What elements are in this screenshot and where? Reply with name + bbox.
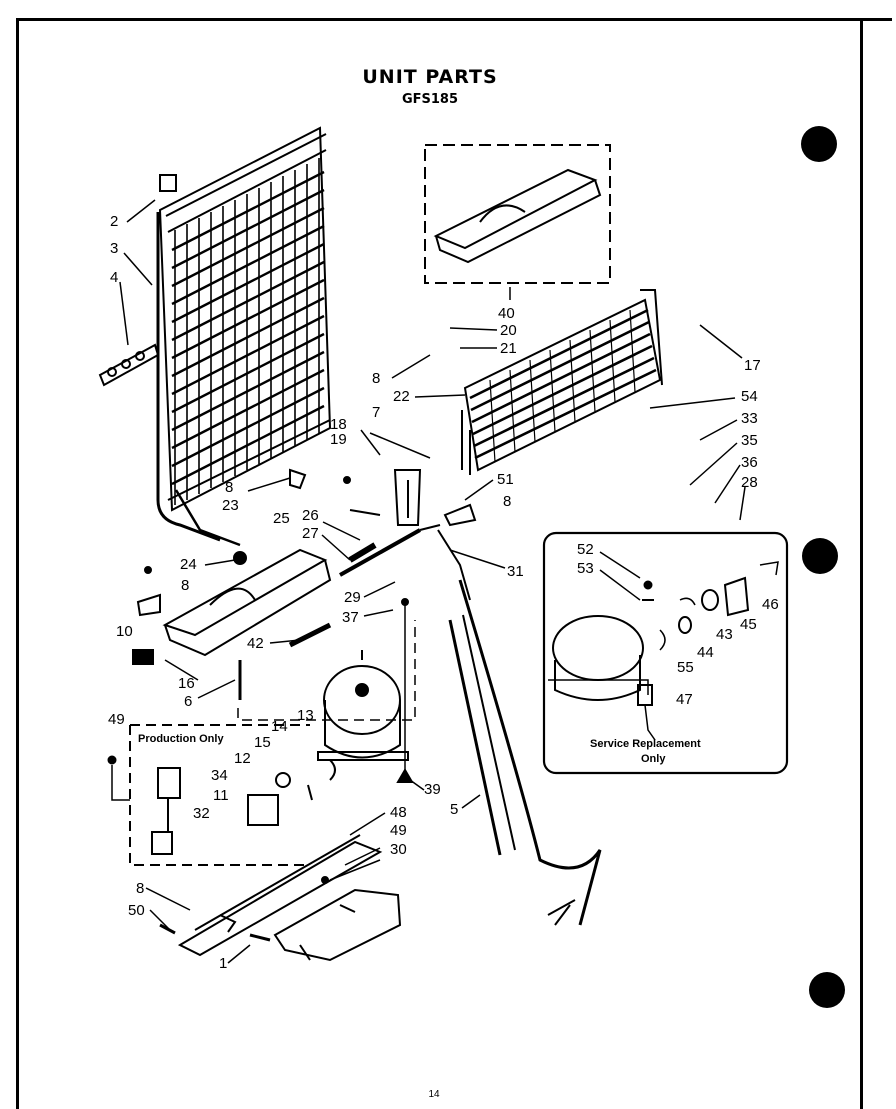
part-label: 47 (676, 691, 693, 708)
part-label: 46 (762, 596, 779, 613)
part-label: 23 (222, 497, 239, 514)
part-label: 17 (744, 357, 761, 374)
part-label: 39 (424, 781, 441, 798)
part-label: 49 (390, 822, 407, 839)
part-label: 16 (178, 675, 195, 692)
part-label: 33 (741, 410, 758, 427)
part-label: 36 (741, 454, 758, 471)
page-border-left (16, 18, 19, 1109)
leader-lines (119, 199, 746, 964)
part-label: 45 (740, 616, 757, 633)
service-replacement-caption-line1: Service Replacement (590, 738, 701, 750)
mounting-base-drawing (159, 834, 402, 962)
part-label: 8 (503, 493, 512, 510)
part-label: 54 (741, 388, 758, 405)
service-replacement-box-drawing (542, 531, 789, 775)
part-label: 21 (500, 340, 517, 357)
part-label: 12 (234, 750, 251, 767)
binder-hole-top (801, 126, 837, 162)
part-label: 32 (193, 805, 210, 822)
production-only-box-drawing (107, 724, 336, 866)
part-label: 22 (393, 388, 410, 405)
compressor-drawing (317, 650, 409, 761)
part-label: 4 (110, 269, 119, 286)
part-label: 50 (128, 902, 145, 919)
condenser-coil-drawing (98, 126, 332, 547)
page-border-right (860, 18, 863, 1109)
part-label: 24 (180, 556, 197, 573)
part-label: 8 (225, 479, 234, 496)
part-label: 34 (211, 767, 228, 784)
part-label: 51 (497, 471, 514, 488)
part-label: 2 (110, 213, 119, 230)
part-label: 11 (213, 787, 229, 804)
part-label: 55 (677, 659, 694, 676)
part-label: 42 (247, 635, 264, 652)
part-label: 3 (110, 240, 119, 257)
part-label: 30 (390, 841, 407, 858)
binder-hole-middle (802, 538, 838, 574)
part-label: 19 (330, 431, 347, 448)
part-label: 25 (273, 510, 290, 527)
part-label: 40 (498, 305, 515, 322)
part-label: 15 (254, 734, 271, 751)
part-label: 8 (136, 880, 145, 897)
page-border-top (16, 18, 892, 21)
page-number: 14 (428, 1089, 440, 1100)
part-label: 52 (577, 541, 594, 558)
binder-hole-bottom (809, 972, 845, 1008)
part-label: 37 (342, 609, 359, 626)
drain-pan-box-drawing (424, 144, 611, 284)
part-label: 28 (741, 474, 758, 491)
part-label: 1 (219, 955, 228, 972)
part-label: 48 (390, 804, 407, 821)
model-number: GFS185 (401, 92, 459, 107)
part-label: 35 (741, 432, 758, 449)
part-label: 44 (697, 644, 714, 661)
part-label: 27 (302, 525, 319, 542)
page-title: UNIT PARTS (362, 66, 498, 88)
part-label: 10 (116, 623, 133, 640)
part-label: 14 (271, 718, 288, 735)
service-replacement-caption-line2: Only (641, 753, 666, 765)
part-label: 43 (716, 626, 733, 643)
part-label: 7 (372, 404, 381, 421)
part-label: 18 (330, 416, 347, 433)
part-label: 6 (184, 693, 193, 710)
part-label: 20 (500, 322, 517, 339)
production-only-caption: Production Only (138, 733, 224, 745)
part-label: 8 (372, 370, 381, 387)
part-label: 29 (344, 589, 361, 606)
part-label: 5 (450, 801, 459, 818)
part-label: 53 (577, 560, 594, 577)
part-label: 31 (507, 563, 524, 580)
part-label: 13 (297, 707, 314, 724)
part-label: 49 (108, 711, 125, 728)
small-parts-drawing (132, 468, 602, 926)
evaporator-coil-drawing (461, 289, 663, 475)
part-label: 26 (302, 507, 319, 524)
part-label: 8 (181, 577, 190, 594)
